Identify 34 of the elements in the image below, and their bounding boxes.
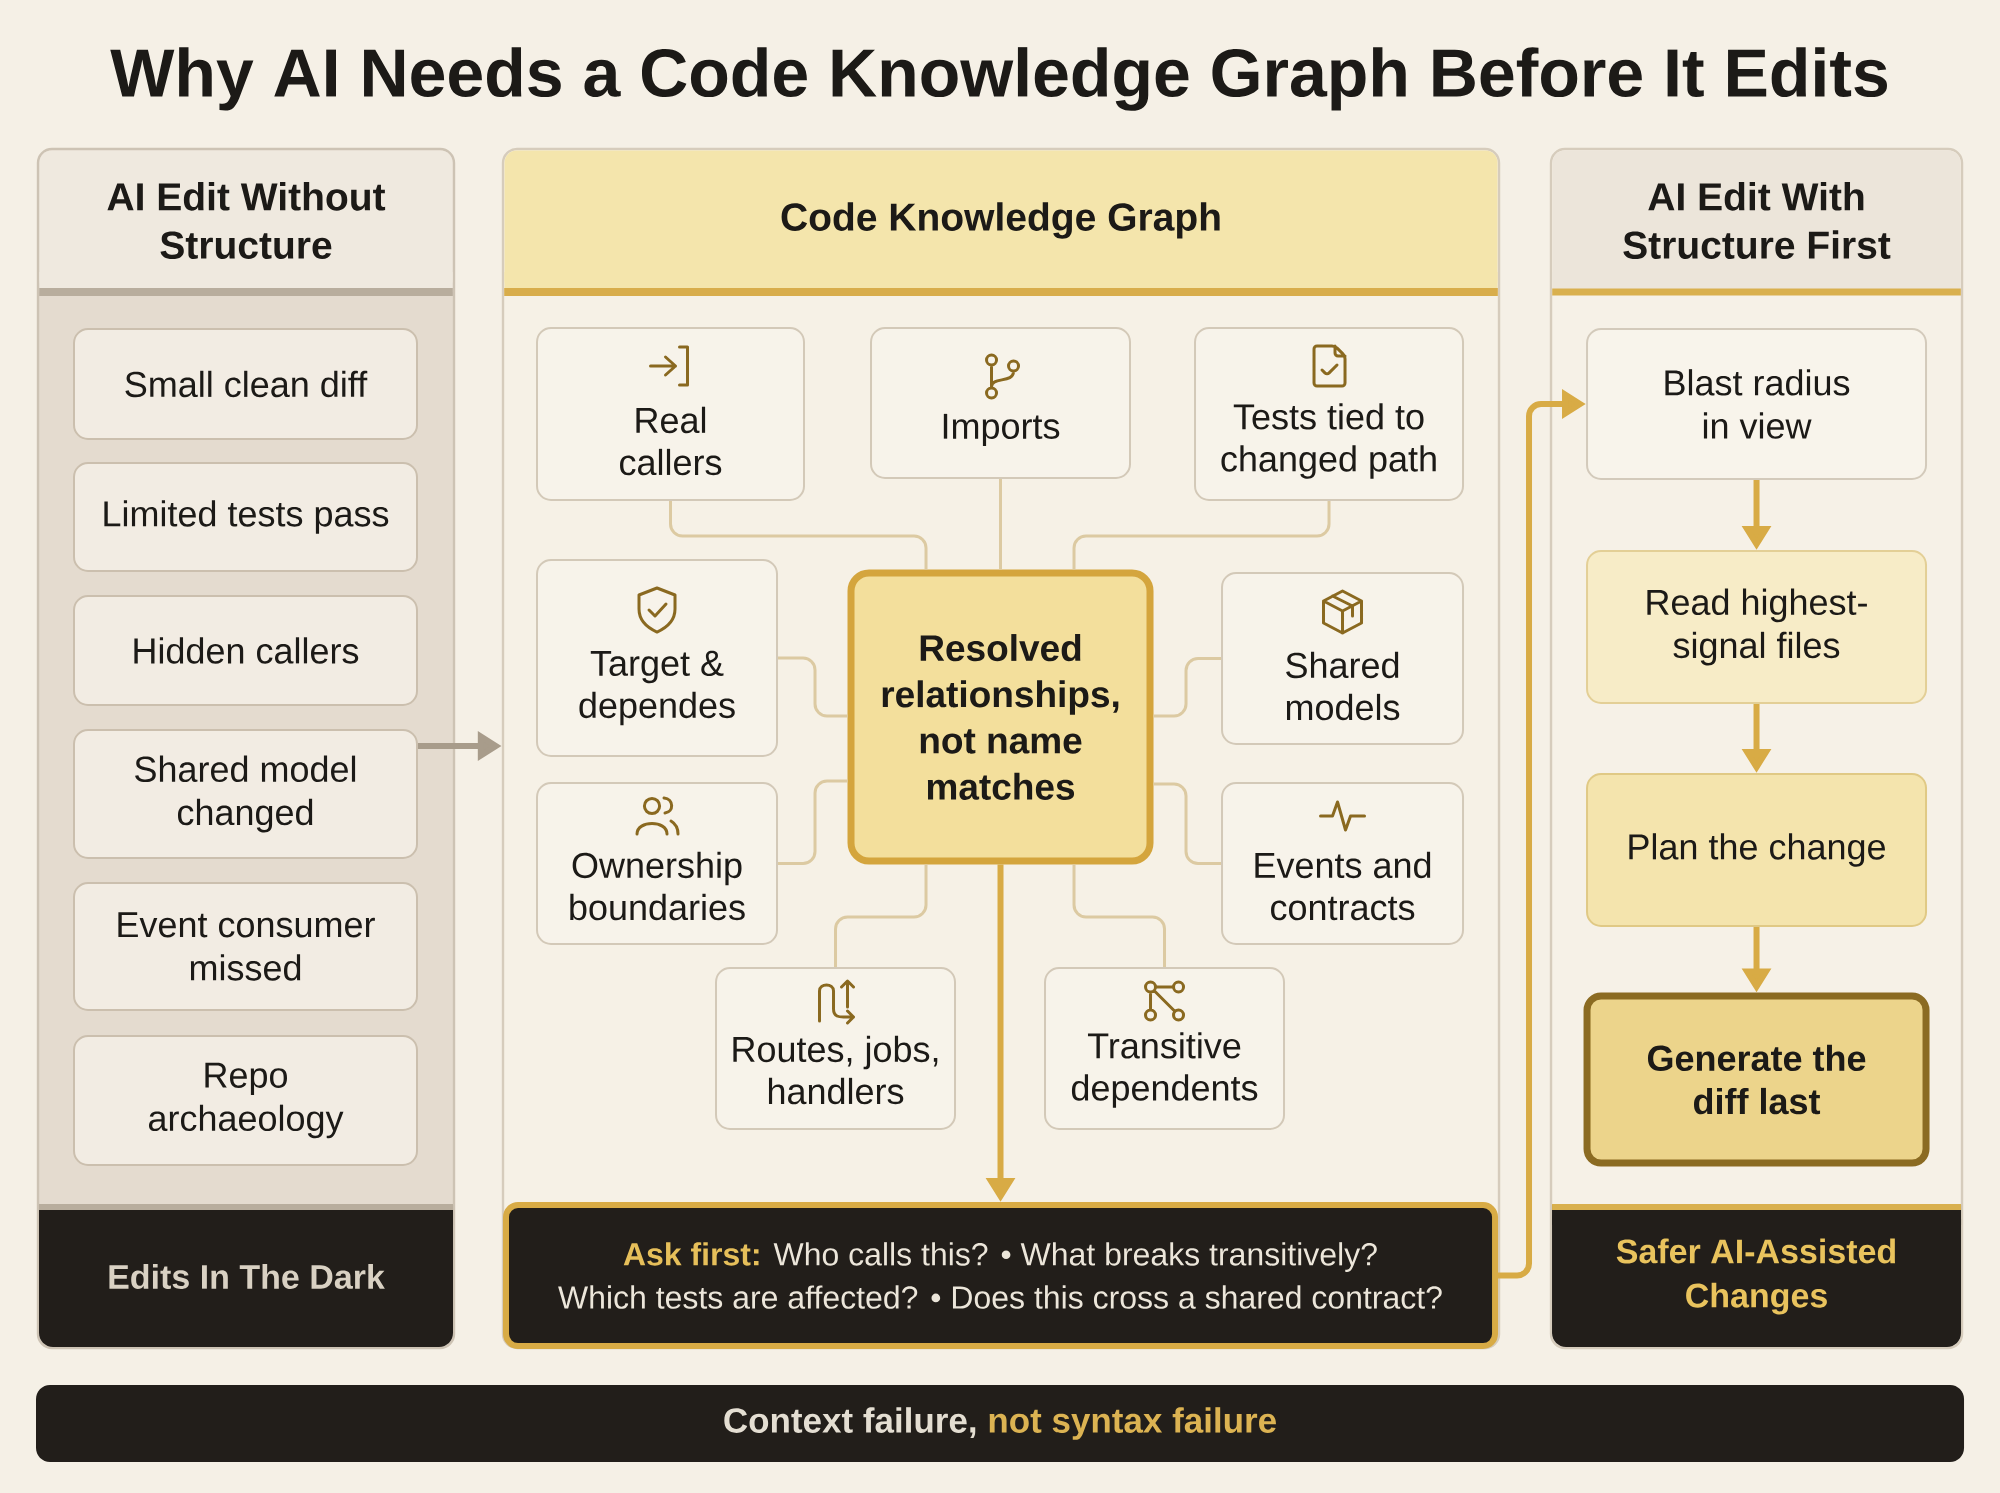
connector <box>669 501 928 570</box>
step-box: Generate the diff last <box>1583 992 1930 1167</box>
hub-box: Resolved relationships, not name matches <box>847 569 1154 865</box>
concept-card: Target & dependes <box>536 559 778 757</box>
panel-footer: Edits In The Dark <box>39 1204 453 1347</box>
concept-card: Shared models <box>1221 572 1465 745</box>
connector <box>1072 864 1166 967</box>
summary-bar: Context failure, not syntax failure <box>36 1385 1965 1462</box>
concept-card: Ownership boundaries <box>536 782 778 945</box>
connector <box>1072 501 1331 570</box>
panel-footer: Safer AI-Assisted Changes <box>1552 1204 1962 1347</box>
item-box: Repo archaeology <box>73 1035 418 1166</box>
connector <box>1153 782 1221 865</box>
item-box: Limited tests pass <box>73 462 418 572</box>
concept-card: Imports <box>870 327 1131 479</box>
concept-card: Transitive dependents <box>1044 967 1285 1130</box>
concept-card: Events and contracts <box>1221 782 1465 945</box>
concept-card: Routes, jobs, handlers <box>715 967 956 1130</box>
concept-card: Tests tied to changed path <box>1194 327 1465 501</box>
item-box: Shared model changed <box>73 729 418 859</box>
connector <box>778 656 848 718</box>
item-box: Hidden callers <box>73 595 418 706</box>
item-box: Event consumer missed <box>73 882 418 1011</box>
connector <box>1153 657 1221 718</box>
question-panel: Ask first: Who calls this? • What breaks transitively? Which tests are affected? • Does this cross a shared contract? <box>503 1202 1499 1349</box>
connector <box>778 779 848 865</box>
step-box: Read highest-signal files <box>1586 550 1928 704</box>
concept-card: Real callers <box>536 327 805 501</box>
step-box: Plan the change <box>1586 773 1928 927</box>
connector <box>999 479 1002 570</box>
title: Why AI Needs a Code Knowledge Graph Before It Edits <box>110 47 1887 111</box>
step-box: Blast radius in view <box>1586 328 1928 480</box>
item-box: Small clean diff <box>73 328 418 440</box>
connector <box>834 864 928 967</box>
